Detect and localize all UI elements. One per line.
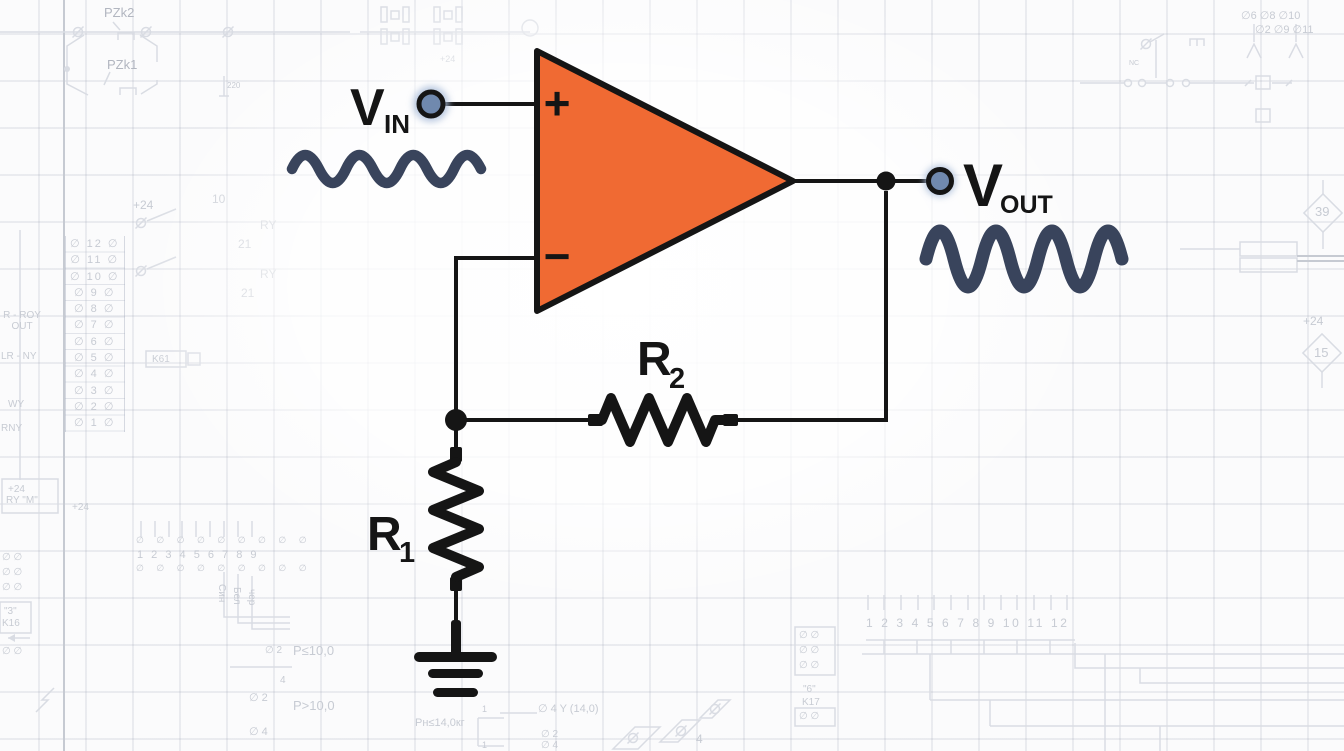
svg-text:V: V bbox=[350, 79, 385, 137]
junction-dot-output bbox=[876, 171, 896, 191]
svg-text:1: 1 bbox=[399, 537, 415, 569]
input-sine-wave bbox=[286, 149, 487, 189]
ground-symbol bbox=[414, 620, 497, 697]
opamp-triangle bbox=[534, 48, 796, 314]
opamp-minus-sign: − bbox=[544, 230, 571, 282]
svg-text:2: 2 bbox=[669, 363, 685, 395]
junction-dot-feedback bbox=[445, 409, 467, 431]
vin-label: V IN bbox=[350, 79, 410, 139]
output-sine-wave bbox=[919, 224, 1129, 294]
vout-terminal bbox=[924, 165, 956, 197]
r2-label: R 2 bbox=[637, 333, 685, 395]
vout-label: V OUT bbox=[963, 152, 1053, 219]
svg-text:R: R bbox=[637, 333, 672, 386]
svg-text:V: V bbox=[963, 152, 1003, 219]
inverting-input-wire bbox=[454, 256, 537, 414]
feedback-wire bbox=[738, 191, 888, 422]
svg-text:R: R bbox=[367, 508, 402, 561]
resistor-r1 bbox=[428, 447, 484, 591]
r1-label: R 1 bbox=[367, 508, 415, 569]
svg-text:OUT: OUT bbox=[1000, 191, 1053, 219]
vin-terminal bbox=[413, 86, 449, 122]
svg-text:IN: IN bbox=[384, 109, 410, 139]
resistor-r2 bbox=[588, 393, 738, 447]
opamp-plus-sign: + bbox=[544, 77, 571, 129]
